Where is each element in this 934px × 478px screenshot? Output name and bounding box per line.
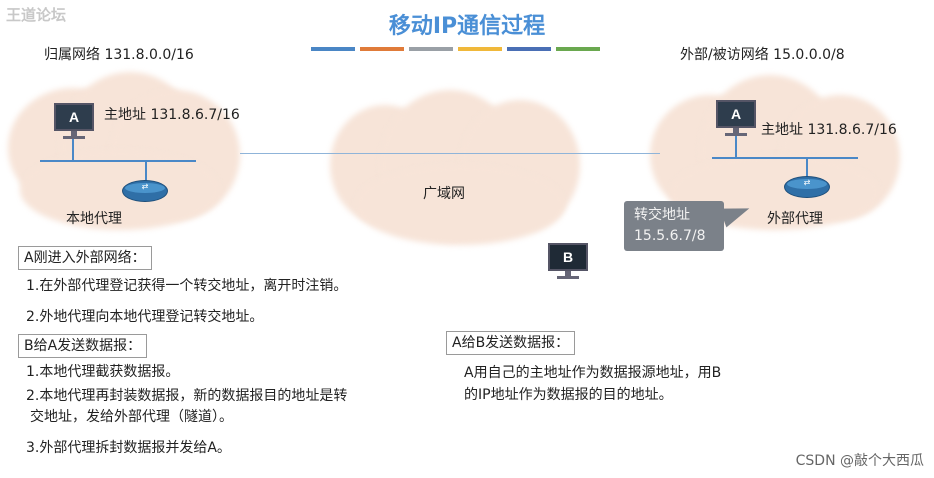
wan-label: 广域网 <box>423 186 465 202</box>
forum-watermark: 王道论坛 <box>6 6 67 24</box>
home-host-link <box>72 139 74 160</box>
section1-header: A刚进入外部网络： <box>18 246 152 270</box>
home-router-link <box>145 160 147 182</box>
home-network-label: 归属网络 131.8.0.0/16 <box>44 47 194 63</box>
foreign-router-link <box>806 157 808 178</box>
foreign-lan-line <box>712 157 858 159</box>
foreign-agent-label: 外部代理 <box>767 211 823 227</box>
section2-item-2: 2.本地代理再封装数据报，新的数据报目的地址是转 <box>26 388 348 404</box>
foreign-host-a-icon: A <box>716 100 756 136</box>
title-color-bar <box>507 47 551 51</box>
foreign-network-label: 外部/被访网络 15.0.0.0/8 <box>680 47 845 63</box>
section3-line-2: 的IP地址作为数据报的目的地址。 <box>464 387 673 403</box>
foreign-host-address: 主地址 131.8.6.7/16 <box>761 122 897 138</box>
section1-item-2: 2.外地代理向本地代理登记转交地址。 <box>26 309 264 325</box>
section2-item-1: 1.本地代理截获数据报。 <box>26 364 180 380</box>
section3-header: A给B发送数据报： <box>446 331 576 355</box>
home-agent-router-icon: ⇄ <box>122 180 168 202</box>
section1-item-1: 1.在外部代理登记获得一个转交地址，离开时注销。 <box>26 278 348 294</box>
care-of-title: 转交地址 <box>634 207 690 223</box>
title-color-bar <box>458 47 502 51</box>
home-host-address: 主地址 131.8.6.7/16 <box>104 107 240 123</box>
care-of-address-callout: 转交地址 15.5.6.7/8 <box>624 201 724 251</box>
section2-item-3: 3.外部代理拆封数据报并发给A。 <box>26 440 231 456</box>
title-color-bar <box>360 47 404 51</box>
title-color-bar <box>409 47 453 51</box>
care-of-address: 15.5.6.7/8 <box>634 228 706 244</box>
home-agent-label: 本地代理 <box>66 211 122 227</box>
home-host-a-icon: A <box>54 103 94 139</box>
title-color-bar <box>556 47 600 51</box>
page-title: 移动IP通信过程 <box>388 14 546 39</box>
section2-item-2-cont: 交地址，发给外部代理（隧道）。 <box>30 409 233 425</box>
host-b-icon: B <box>548 243 588 279</box>
title-color-bar <box>311 47 355 51</box>
host-b-letter: B <box>562 249 574 265</box>
wan-link <box>240 153 660 154</box>
section2-header: B给A发送数据报： <box>18 334 148 358</box>
foreign-host-letter: A <box>730 106 742 122</box>
csdn-credit: CSDN @敲个大西瓜 <box>795 453 924 469</box>
foreign-host-link <box>735 136 737 157</box>
home-lan-line <box>40 160 196 162</box>
home-host-letter: A <box>68 109 80 125</box>
foreign-agent-router-icon: ⇄ <box>784 176 830 198</box>
section3-line-1: A用自己的主地址作为数据报源地址，用B <box>464 365 722 381</box>
